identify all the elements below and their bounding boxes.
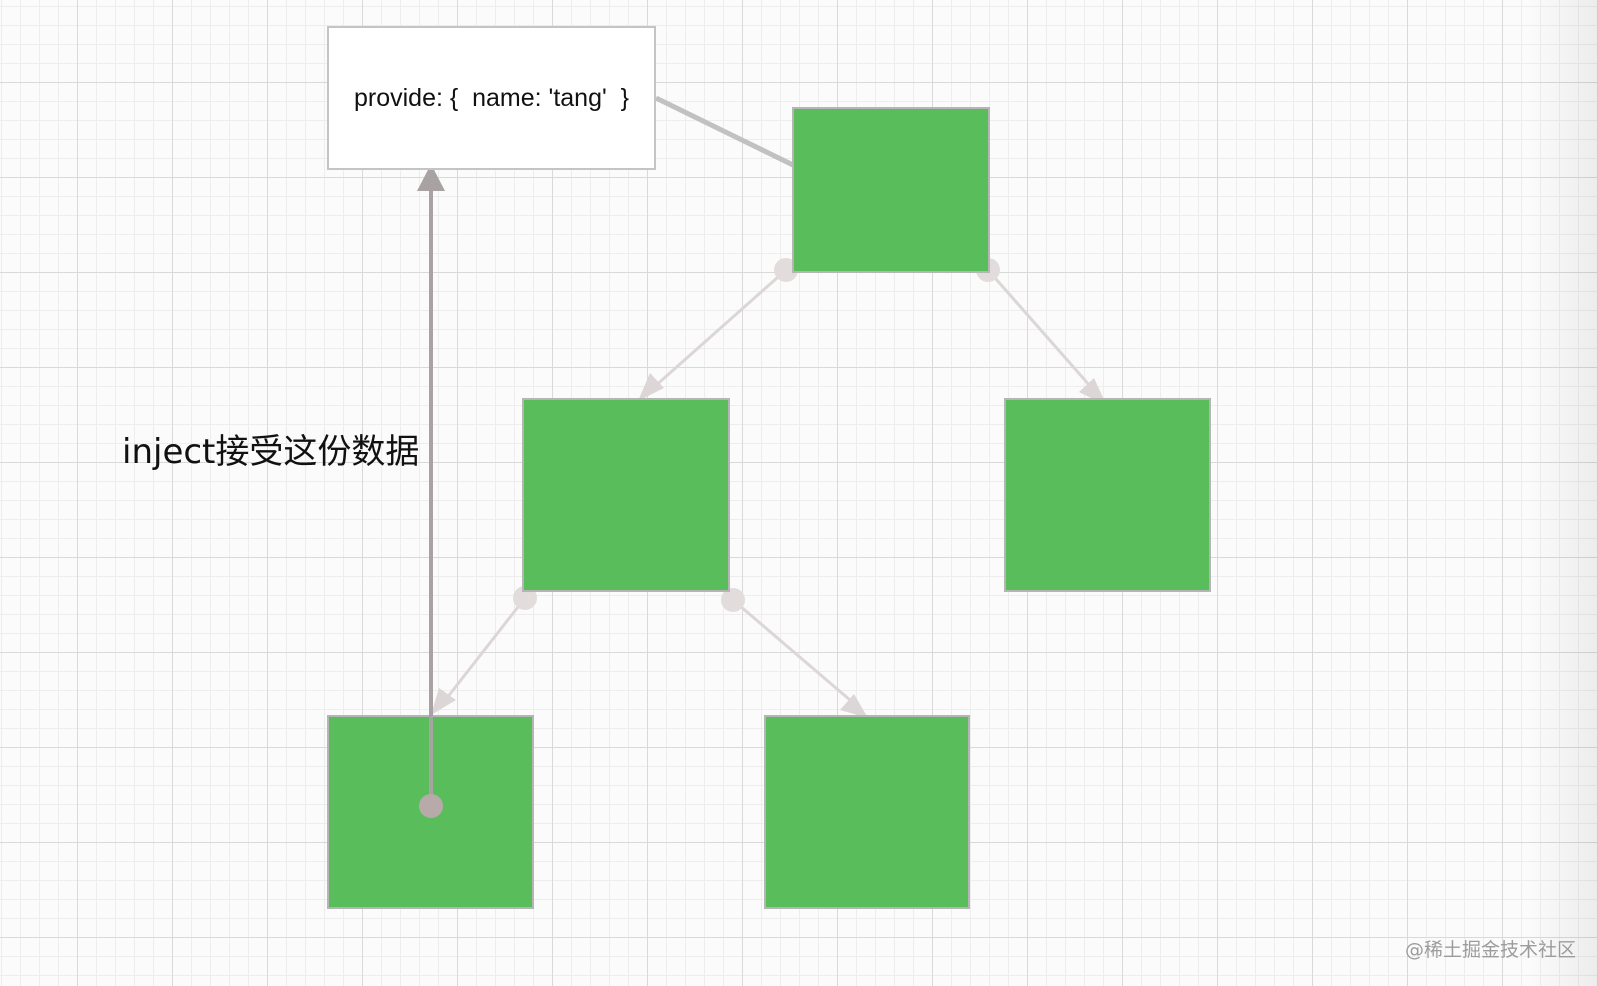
provide-box-text: provide: { name: 'tang' } <box>354 83 629 112</box>
edge-left-to-grandright <box>732 598 858 708</box>
arrowhead-root-to-left <box>638 373 664 401</box>
arrowhead-left-to-grandright <box>840 694 868 718</box>
provide-connector-line <box>654 95 795 168</box>
edge-root-to-right <box>986 269 1100 396</box>
provide-box: provide: { name: 'tang' } <box>327 26 656 170</box>
edge-root-to-left <box>652 268 787 390</box>
edge-left-to-grandleft <box>441 597 527 704</box>
canvas-edge-shade <box>1528 0 1598 986</box>
child-left-node <box>522 398 730 592</box>
inject-start-dot <box>419 794 443 818</box>
edge-start-dot-left-grandleft <box>513 586 537 610</box>
edge-start-dot-left-grandright <box>721 588 745 612</box>
child-right-node <box>1004 398 1211 592</box>
inject-label: inject接受这份数据 <box>122 432 420 472</box>
root-node <box>792 107 990 273</box>
watermark: @稀土掘金技术社区 <box>1404 939 1576 961</box>
arrowhead-left-to-grandleft <box>431 688 456 715</box>
grandchild-right-node <box>764 715 970 909</box>
inject-arrowhead <box>417 164 445 191</box>
